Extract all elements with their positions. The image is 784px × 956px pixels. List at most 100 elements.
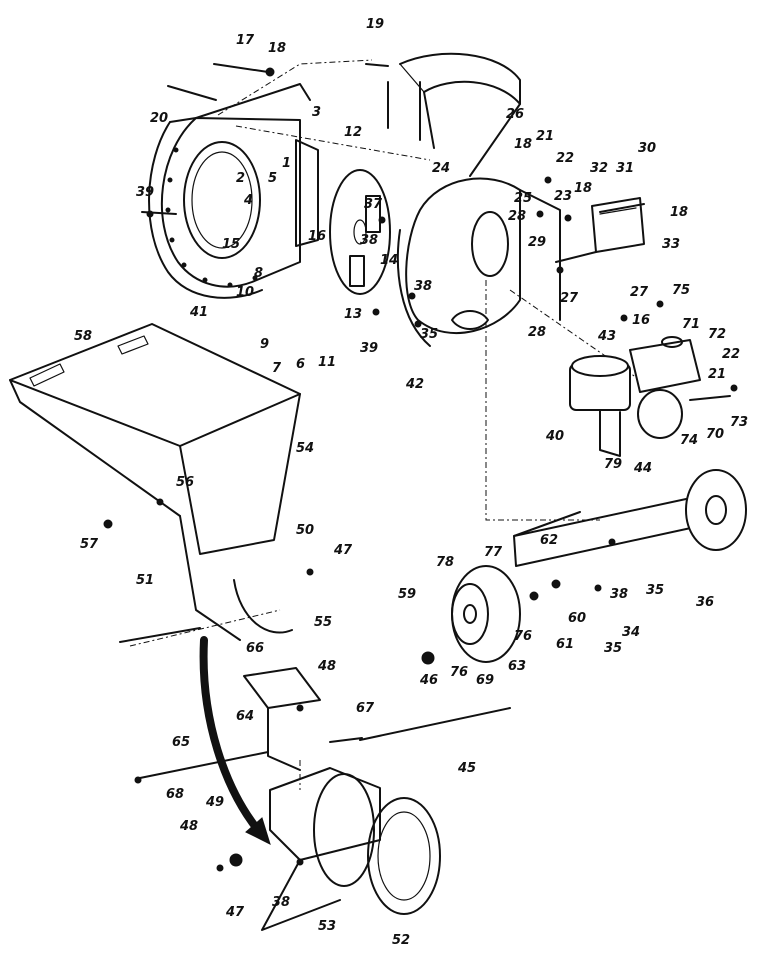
callout-57: 57	[80, 537, 99, 552]
callout-75: 75	[672, 283, 690, 298]
callout-44: 44	[633, 461, 652, 476]
callout-50: 50	[296, 523, 314, 538]
callout-27-right: 27	[630, 285, 649, 300]
callout-65: 65	[172, 735, 190, 750]
callout-7: 7	[272, 361, 282, 376]
callout-20: 20	[150, 111, 168, 126]
callout-76-left: 76	[450, 665, 468, 680]
callout-66: 66	[246, 641, 264, 656]
callout-21-right: 21	[708, 367, 726, 382]
rod-65	[139, 751, 269, 779]
callout-18-far: 18	[670, 205, 688, 220]
callout-45: 45	[457, 761, 476, 776]
callout-46: 46	[419, 673, 438, 688]
housing-right-42	[396, 177, 641, 381]
callout-67: 67	[356, 701, 375, 716]
engine-44	[569, 336, 731, 457]
callout-68: 68	[166, 787, 184, 802]
bolts	[119, 63, 645, 643]
callout-62: 62	[540, 533, 558, 548]
callout-17: 17	[236, 33, 255, 48]
wheel-right	[685, 469, 747, 551]
callout-labels: 1 2 3 4 5 6 7 8 9 10 11 12 13 14 15 16 1…	[74, 17, 748, 948]
callout-1: 1	[282, 156, 291, 171]
callout-49: 49	[205, 795, 224, 810]
housing-left-41	[148, 83, 311, 299]
callout-59: 59	[398, 587, 416, 602]
callout-63: 63	[508, 659, 526, 674]
rod-45	[329, 707, 511, 743]
callout-60: 60	[568, 611, 586, 626]
callout-5: 5	[268, 171, 277, 186]
callout-47-top: 47	[333, 543, 353, 558]
callout-35-lower: 35	[604, 641, 622, 656]
wheel-left-63	[451, 565, 521, 663]
callout-15: 15	[222, 237, 240, 252]
callout-38-frame: 38	[272, 895, 290, 910]
callout-13: 13	[344, 307, 362, 322]
callout-9: 9	[260, 337, 269, 352]
callout-70: 70	[706, 427, 724, 442]
callout-40: 40	[545, 429, 564, 444]
callout-19: 19	[366, 17, 384, 32]
callout-61: 61	[556, 637, 574, 652]
callout-39-left: 39	[136, 185, 154, 200]
callout-74: 74	[680, 433, 698, 448]
callout-58: 58	[74, 329, 92, 344]
callout-29: 29	[528, 235, 546, 250]
callout-32: 32	[590, 161, 608, 176]
callout-24: 24	[432, 161, 450, 176]
callout-30: 30	[638, 141, 656, 156]
callout-71: 71	[682, 317, 700, 332]
callout-14: 14	[380, 253, 398, 268]
callout-56: 56	[176, 475, 194, 490]
hopper-54	[9, 323, 301, 641]
callout-76-right: 76	[514, 629, 532, 644]
callout-3: 3	[312, 105, 321, 120]
callout-10: 10	[236, 285, 254, 300]
callout-38-base: 38	[610, 587, 628, 602]
callout-38-right: 38	[414, 279, 432, 294]
hardware	[103, 67, 738, 872]
callout-12: 12	[344, 125, 362, 140]
feed-bracket-66	[243, 667, 321, 771]
callout-16-left: 16	[308, 229, 326, 244]
callout-18-top: 18	[268, 41, 286, 56]
callout-31: 31	[616, 161, 634, 176]
callout-51: 51	[136, 573, 154, 588]
callout-6: 6	[296, 357, 305, 372]
callout-34: 34	[622, 625, 640, 640]
callout-69: 69	[476, 673, 494, 688]
callout-42: 42	[405, 377, 424, 392]
callout-18-right: 18	[574, 181, 592, 196]
callout-38-housing: 38	[360, 233, 378, 248]
callout-35-housing: 35	[420, 327, 438, 342]
callout-43: 43	[597, 329, 616, 344]
callout-36: 36	[696, 595, 714, 610]
callout-79: 79	[604, 457, 622, 472]
callout-28-bottom: 28	[528, 325, 546, 340]
callout-27-mid: 27	[560, 291, 579, 306]
callout-47-bottom: 47	[225, 905, 245, 920]
callout-4: 4	[243, 193, 253, 208]
callout-48-bottom: 48	[179, 819, 198, 834]
callout-78: 78	[436, 555, 454, 570]
callout-53: 53	[318, 919, 336, 934]
callout-21-top: 21	[536, 129, 554, 144]
callout-39-right: 39	[360, 341, 378, 356]
callout-11: 11	[318, 355, 336, 370]
callout-52: 52	[392, 933, 410, 948]
base-axle-36	[513, 495, 701, 567]
callout-48-top: 48	[317, 659, 336, 674]
callout-33: 33	[662, 237, 680, 252]
callout-35-base: 35	[646, 583, 664, 598]
assembly-arrow	[199, 636, 271, 845]
callout-77: 77	[484, 545, 503, 560]
callout-41: 41	[189, 305, 208, 320]
callout-37: 37	[364, 197, 383, 212]
callout-18-mid: 18	[514, 137, 532, 152]
handle-bracket-33	[555, 197, 645, 263]
callout-73: 73	[730, 415, 748, 430]
